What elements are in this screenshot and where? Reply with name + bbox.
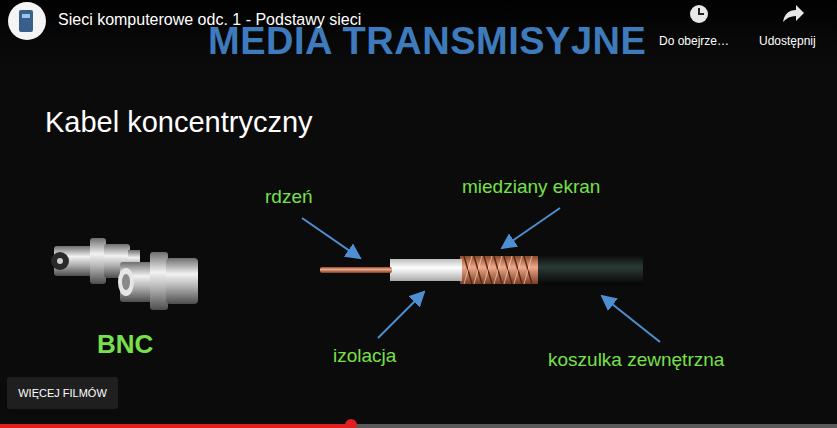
avatar-icon (22, 14, 30, 18)
part-label: izolacja (333, 345, 396, 367)
avatar-icon (19, 10, 33, 32)
video-title: Sieci komputerowe odc. 1 - Podstawy siec… (58, 11, 361, 29)
progress-played (0, 424, 350, 428)
more-videos-button: WIĘCEJ FILMÓW (7, 377, 118, 409)
part-label: koszulka zewnętrzna (548, 349, 724, 371)
button-caption: Udostępnij (759, 35, 816, 49)
button-text: WIĘCEJ FILMÓW (18, 387, 107, 399)
coaxial-cable (320, 255, 643, 285)
button-caption: Do obejrze… (659, 35, 729, 49)
progress-track (0, 424, 837, 428)
leader-line (602, 296, 660, 342)
channel-avatar (8, 2, 46, 40)
connector-label: BNC (97, 330, 153, 360)
bnc-connector (118, 252, 198, 310)
progress-knob (345, 419, 357, 428)
leader-line (378, 292, 424, 338)
part-label: rdzeń (265, 186, 313, 208)
share-icon (783, 5, 804, 22)
leader-line (302, 218, 360, 258)
clock-icon (690, 5, 708, 23)
leader-line (502, 208, 560, 248)
top-bar (0, 0, 837, 70)
slide-subtitle: Kabel koncentryczny (45, 106, 313, 139)
clock-icon (699, 8, 704, 14)
part-label: miedziany ekran (462, 176, 600, 198)
